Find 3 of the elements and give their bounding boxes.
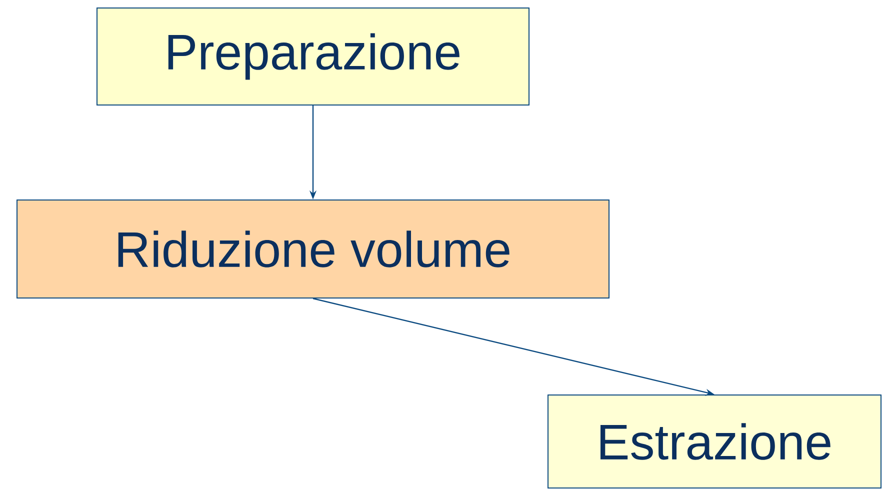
- process-box: Estrazione: [548, 394, 882, 488]
- process-box: Preparazione: [96, 8, 530, 106]
- process-box: Riduzione volume: [16, 200, 610, 298]
